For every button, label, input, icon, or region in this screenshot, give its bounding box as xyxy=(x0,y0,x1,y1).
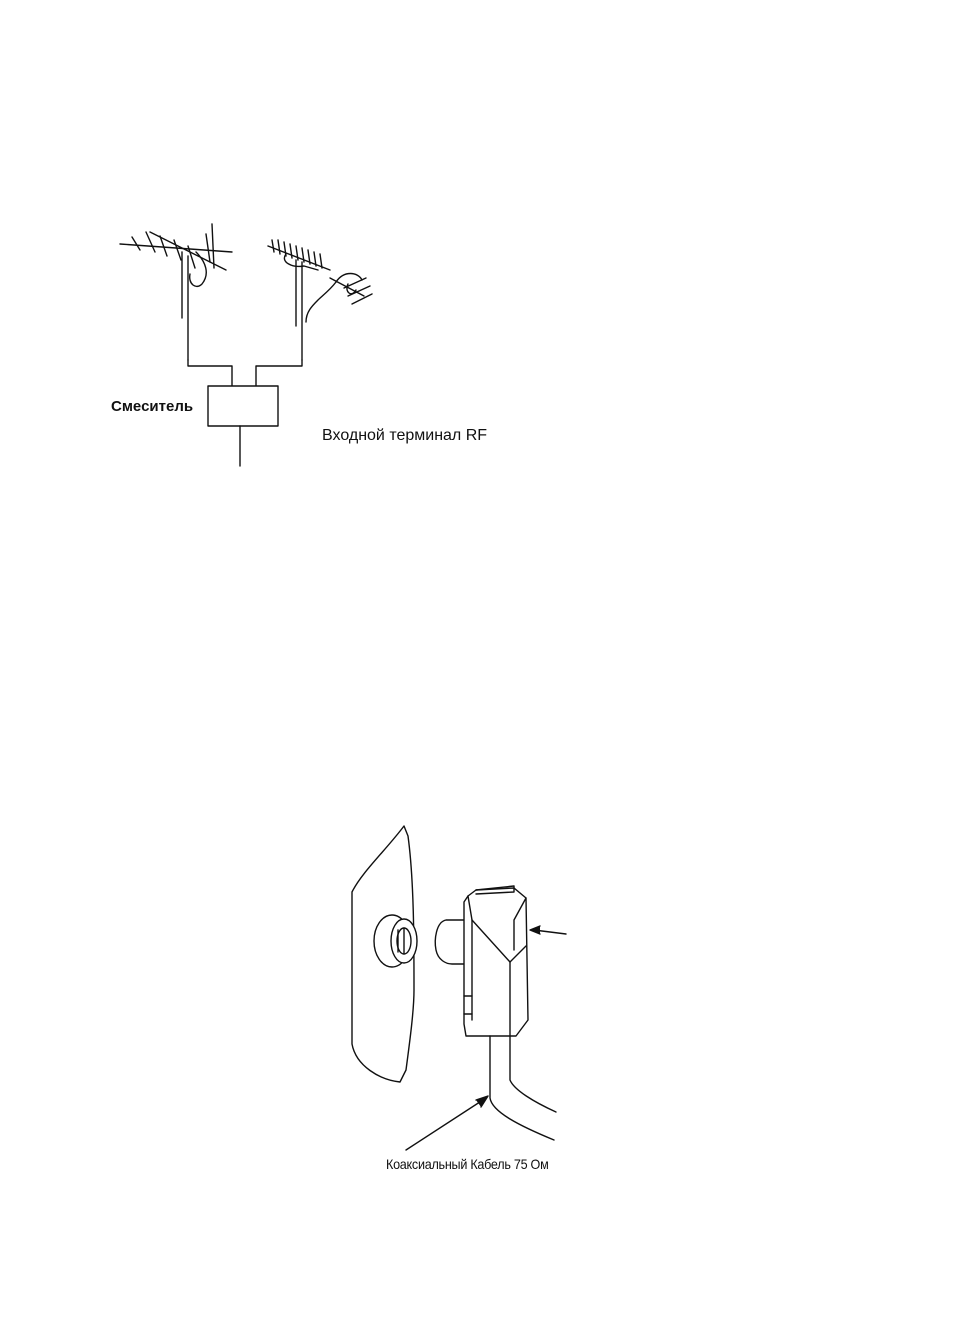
coax-cable-label: Коаксиальный Кабель 75 Ом xyxy=(386,1156,548,1172)
cable-arrow-icon xyxy=(406,1096,488,1150)
rf-terminal-label: Входной терминал RF xyxy=(322,427,487,445)
coax-connector-diagram xyxy=(0,800,953,1160)
mixer-label: Смеситель xyxy=(111,398,193,415)
coax-plug-icon xyxy=(435,886,528,1036)
feed-cables xyxy=(188,360,302,386)
uhf-antenna-icon xyxy=(268,240,372,360)
wall-socket-icon xyxy=(374,915,417,967)
plug-arrow-icon xyxy=(530,926,566,934)
mixer-box xyxy=(208,386,278,426)
coax-cable xyxy=(490,1036,556,1140)
vhf-antenna-icon xyxy=(120,224,232,360)
